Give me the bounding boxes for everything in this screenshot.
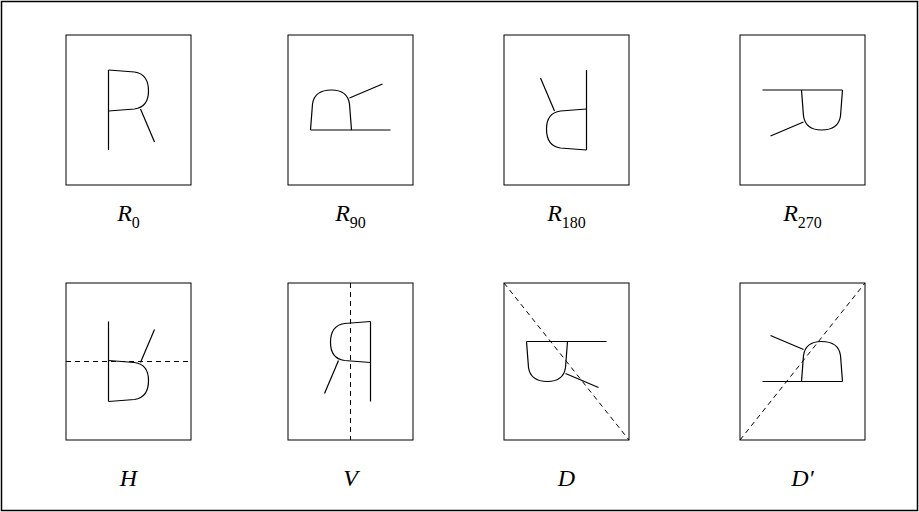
transformation-label: R180 bbox=[547, 201, 586, 225]
r-glyph bbox=[311, 84, 391, 130]
square-frame bbox=[66, 35, 191, 185]
r-glyph bbox=[763, 90, 843, 136]
square-frame bbox=[504, 283, 629, 440]
transformation-label: D′ bbox=[791, 466, 814, 490]
transformation-label: D bbox=[558, 466, 575, 490]
transformation-label: H bbox=[120, 466, 137, 490]
transformation-label: R270 bbox=[783, 201, 822, 225]
mirror-axis bbox=[740, 283, 865, 440]
square-frame bbox=[66, 283, 191, 440]
r-glyph bbox=[527, 342, 607, 388]
r-glyph bbox=[109, 70, 155, 150]
r-glyph bbox=[541, 70, 587, 150]
square-frame bbox=[288, 283, 413, 440]
square-frame bbox=[288, 35, 413, 185]
r-glyph bbox=[109, 322, 155, 402]
transformation-label: R90 bbox=[335, 201, 366, 225]
r-glyph bbox=[763, 336, 843, 382]
r-glyph bbox=[325, 322, 371, 402]
transformation-label: V bbox=[343, 466, 358, 490]
square-frame bbox=[740, 283, 865, 440]
square-frame bbox=[740, 35, 865, 185]
mirror-axis bbox=[504, 283, 629, 440]
square-frame bbox=[504, 35, 629, 185]
transformation-label: R0 bbox=[117, 201, 140, 225]
